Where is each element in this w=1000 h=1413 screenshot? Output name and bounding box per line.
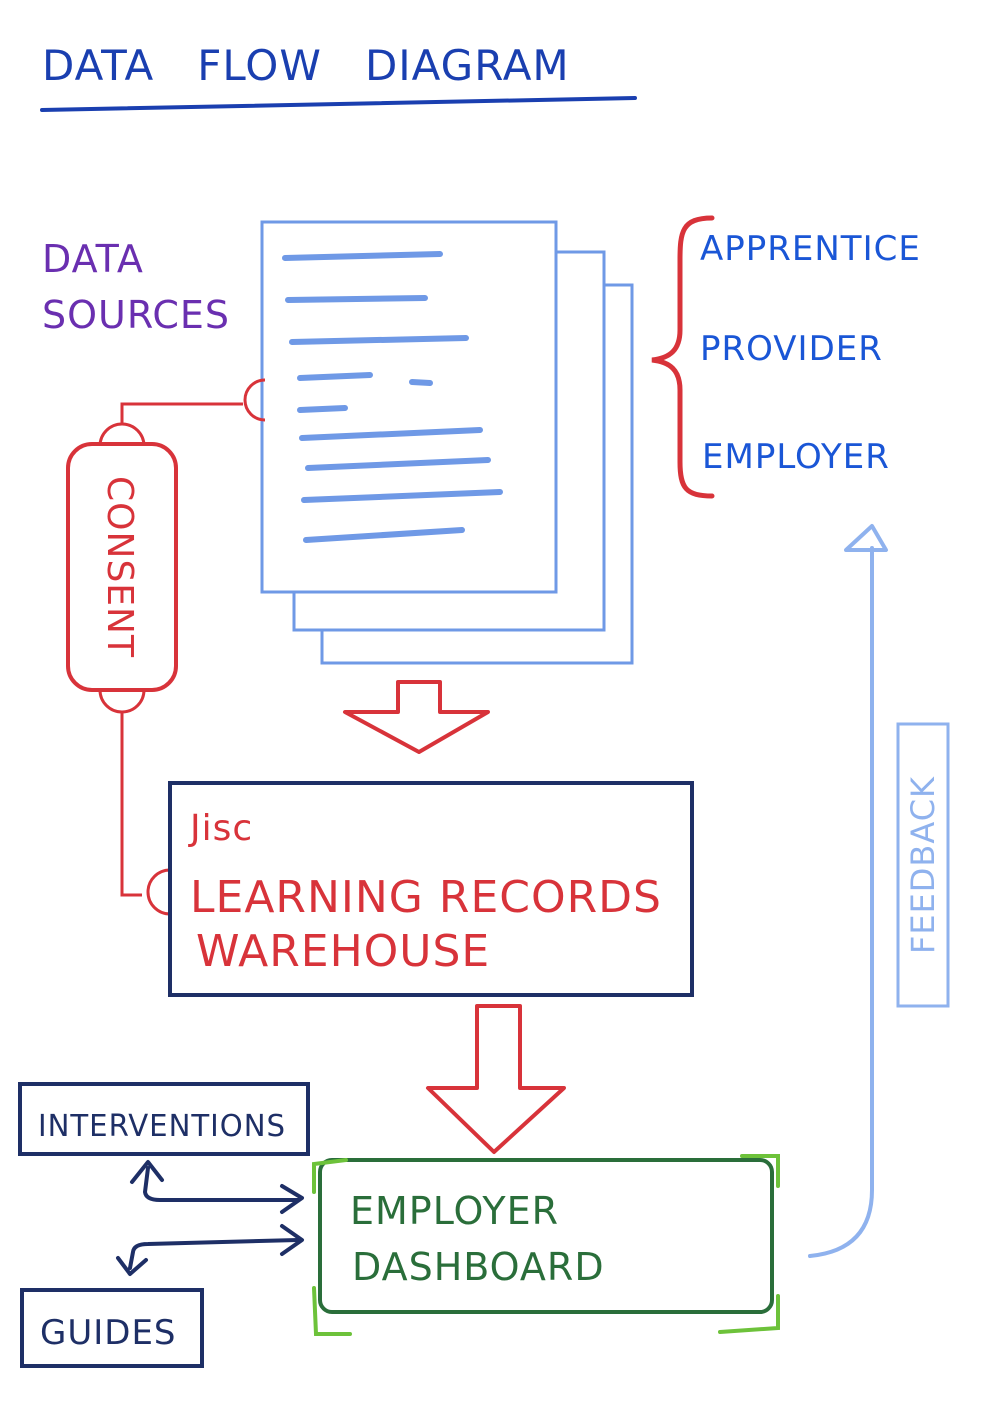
guides-box bbox=[20, 1288, 204, 1368]
dashboard-box bbox=[318, 1158, 774, 1314]
guides-dashboard-arrow bbox=[116, 1224, 304, 1276]
title-underline bbox=[40, 96, 637, 112]
interventions-dashboard-arrow bbox=[130, 1160, 304, 1214]
source-apprentice: APPRENTICE bbox=[700, 229, 921, 269]
consent-box bbox=[66, 442, 178, 692]
guides-label: GUIDES bbox=[40, 1313, 177, 1353]
warehouse-box bbox=[168, 781, 694, 997]
down-arrow-to-dashboard bbox=[426, 1004, 566, 1154]
down-arrow-to-warehouse bbox=[343, 680, 490, 754]
dashboard-corner-marks bbox=[312, 1154, 780, 1336]
interventions-box bbox=[18, 1082, 310, 1156]
feedback-arrow bbox=[808, 524, 888, 1258]
data-sources-label-line2: SOURCES bbox=[42, 293, 230, 337]
consent-connector bbox=[98, 378, 266, 916]
dashboard-title-line2: DASHBOARD bbox=[352, 1245, 605, 1289]
warehouse-brand: Jisc bbox=[188, 808, 253, 849]
sources-brace bbox=[651, 215, 715, 499]
warehouse-title-line1: LEARNING RECORDS bbox=[190, 872, 662, 923]
source-provider: PROVIDER bbox=[700, 329, 883, 369]
consent-label: CONSENT bbox=[99, 476, 140, 658]
dashboard-title-line1: EMPLOYER bbox=[350, 1189, 559, 1233]
source-employer: EMPLOYER bbox=[702, 437, 890, 477]
feedback-label-box bbox=[896, 722, 950, 1008]
document-stack-icon bbox=[260, 220, 634, 665]
interventions-label: INTERVENTIONS bbox=[38, 1109, 286, 1144]
warehouse-title-line2: WAREHOUSE bbox=[196, 926, 490, 977]
data-sources-label-line1: DATA bbox=[42, 237, 144, 281]
diagram-title: DATA FLOW DIAGRAM bbox=[42, 41, 570, 90]
feedback-label: FEEDBACK bbox=[904, 776, 942, 954]
